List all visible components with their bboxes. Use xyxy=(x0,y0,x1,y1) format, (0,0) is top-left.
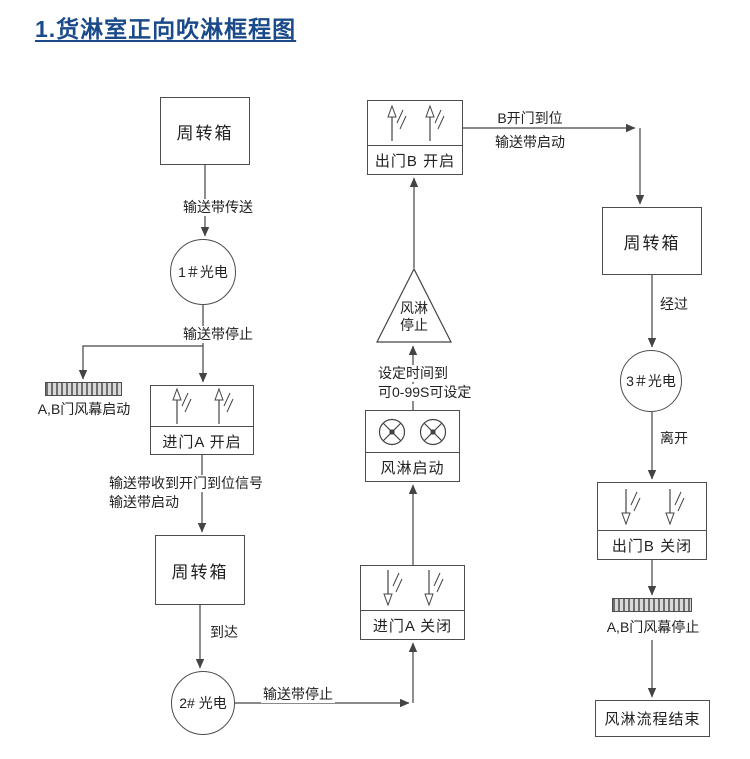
node-turnover-box-2: 周转箱 xyxy=(155,535,245,605)
up-arrow-nozzle-icon xyxy=(386,104,407,141)
node-label: 风淋流程结束 xyxy=(604,711,701,728)
edge-label-timer-line2: 可0-99S可设定 xyxy=(376,384,474,401)
door-open-symbols xyxy=(368,101,462,145)
node-label: 周转箱 xyxy=(623,233,681,253)
node-photoelectric-2: 2# 光电 xyxy=(171,671,235,735)
node-label: 3＃光电 xyxy=(626,373,676,389)
node-door-b-close: 出门B 关闭 xyxy=(597,482,707,560)
down-arrow-nozzle-icon xyxy=(664,488,685,525)
edge-label-door-signal-line2: 输送带启动 xyxy=(107,494,181,511)
air-shower-stop-triangle xyxy=(376,267,452,343)
node-label: 2# 光电 xyxy=(179,695,227,711)
fan-icon xyxy=(419,418,447,445)
node-door-a-close: 进门A 关闭 xyxy=(360,565,465,640)
up-arrow-nozzle-icon xyxy=(213,387,234,424)
node-turnover-box-3: 周转箱 xyxy=(602,207,702,275)
down-arrow-nozzle-icon xyxy=(382,570,403,607)
edge-label-b-door-in-place: B开门到位 xyxy=(495,110,565,127)
node-photoelectric-1: 1＃光电 xyxy=(170,239,236,305)
node-photoelectric-3: 3＃光电 xyxy=(620,350,682,412)
down-arrow-nozzle-icon xyxy=(621,488,641,525)
up-arrow-nozzle-icon xyxy=(425,104,445,141)
air-curtain-bar-icon xyxy=(612,598,692,612)
fan-icon xyxy=(378,418,406,445)
node-label: 出门B 开启 xyxy=(368,145,462,174)
edge-label-conveyor-stop-1: 输送带停止 xyxy=(181,326,255,343)
node-door-a-open: 进门A 开启 xyxy=(150,385,254,455)
edge-label-arrive: 到达 xyxy=(208,624,240,641)
edge-label-leave: 离开 xyxy=(658,430,690,447)
edge-label-conveyor-start: 输送带启动 xyxy=(493,134,567,151)
edge-label-pass-by: 经过 xyxy=(658,296,690,313)
edge-label-door-signal-line1: 输送带收到开门到位信号 xyxy=(107,475,265,492)
edge-label-conveyor-stop-2: 输送带停止 xyxy=(261,686,335,703)
node-label: 出门B 关闭 xyxy=(598,530,706,559)
node-label: 1＃光电 xyxy=(178,264,228,280)
node-door-b-open: 出门B 开启 xyxy=(367,100,463,175)
door-close-symbols xyxy=(598,483,706,530)
node-label: 风淋启动 xyxy=(366,452,459,481)
node-label: 周转箱 xyxy=(176,123,234,143)
door-close-symbols xyxy=(361,566,464,610)
up-arrow-nozzle-icon xyxy=(172,387,192,424)
down-arrow-nozzle-icon xyxy=(424,570,444,607)
node-label: 进门A 开启 xyxy=(151,426,253,455)
label-curtain-start: A,B门风幕启动 xyxy=(35,401,133,418)
triangle-label-line2: 停止 xyxy=(400,317,428,333)
fan-symbols xyxy=(366,411,459,452)
edge-label-timer-line1: 设定时间到 xyxy=(376,365,450,382)
node-process-end: 风淋流程结束 xyxy=(595,700,710,737)
node-label: 进门A 关闭 xyxy=(361,610,464,639)
page-title: 1.货淋室正向吹淋框程图 xyxy=(35,16,297,42)
triangle-label-line1: 风淋 xyxy=(400,300,428,316)
label-curtain-stop: A,B门风幕停止 xyxy=(604,619,702,636)
door-open-symbols xyxy=(151,386,253,426)
air-curtain-bar-icon xyxy=(45,382,122,396)
node-turnover-box-1: 周转箱 xyxy=(160,97,250,165)
node-air-shower-start: 风淋启动 xyxy=(365,410,460,482)
edge-label-conveyor-transfer: 输送带传送 xyxy=(181,199,255,216)
node-label: 周转箱 xyxy=(171,562,229,582)
